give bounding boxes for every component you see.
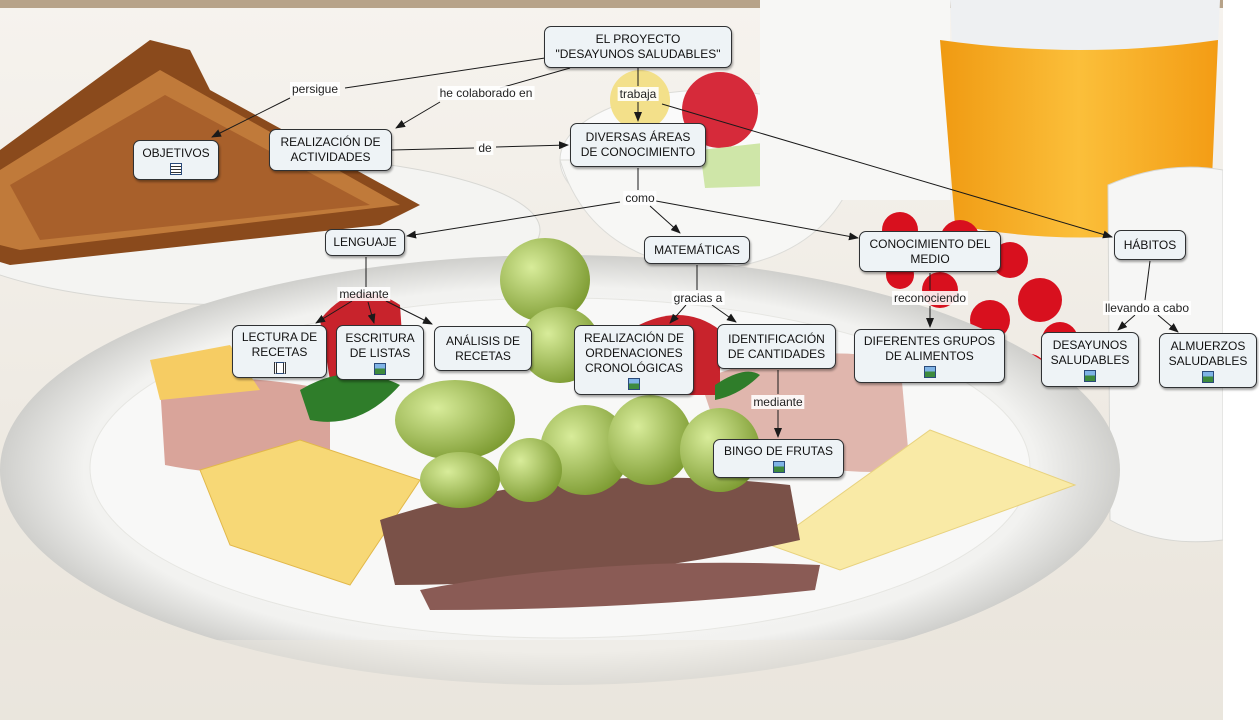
concept-escritura-label: ESCRITURA DE LISTAS bbox=[345, 331, 414, 361]
concept-analisis-label: ANÁLISIS DE RECETAS bbox=[446, 334, 520, 364]
concept-lenguaje[interactable]: LENGUAJE bbox=[325, 229, 405, 256]
concept-habitos-label: HÁBITOS bbox=[1124, 238, 1176, 253]
concept-matematicas-label: MATEMÁTICAS bbox=[654, 243, 740, 258]
concept-ordenaciones[interactable]: REALIZACIÓN DE ORDENACIONES CRONOLÓGICAS bbox=[574, 325, 694, 395]
concept-identificacion[interactable]: IDENTIFICACIÓN DE CANTIDADES bbox=[717, 324, 836, 369]
image-icon[interactable] bbox=[628, 378, 640, 390]
concept-habitos[interactable]: HÁBITOS bbox=[1114, 230, 1186, 260]
link-label-de: de bbox=[476, 141, 493, 155]
concept-bingo[interactable]: BINGO DE FRUTAS bbox=[713, 439, 844, 478]
concept-desayunos-label: DESAYUNOS SALUDABLES bbox=[1051, 338, 1130, 368]
concept-desayunos[interactable]: DESAYUNOS SALUDABLES bbox=[1041, 332, 1139, 387]
line-como-medio bbox=[656, 201, 858, 238]
line-llevando-almuerzos bbox=[1158, 315, 1178, 332]
concept-areas-label: DIVERSAS ÁREAS DE CONOCIMIENTO bbox=[581, 130, 695, 160]
concept-identificacion-label: IDENTIFICACIÓN DE CANTIDADES bbox=[728, 332, 825, 362]
concept-objetivos-label: OBJETIVOS bbox=[142, 146, 209, 161]
concept-matematicas[interactable]: MATEMÁTICAS bbox=[644, 236, 750, 264]
concept-bingo-label: BINGO DE FRUTAS bbox=[724, 444, 833, 459]
image-icon[interactable] bbox=[773, 461, 785, 473]
line-mediante-analisis bbox=[386, 301, 432, 324]
image-icon[interactable] bbox=[924, 366, 936, 378]
video-icon[interactable] bbox=[274, 362, 286, 374]
link-label-gracias: gracias a bbox=[672, 291, 725, 305]
line-como-lenguaje bbox=[407, 202, 620, 236]
line-trabaja-habitos bbox=[662, 104, 1112, 237]
line-realizacion-de bbox=[392, 148, 474, 150]
concept-areas[interactable]: DIVERSAS ÁREAS DE CONOCIMIENTO bbox=[570, 123, 706, 167]
link-label-llevando: llevando a cabo bbox=[1103, 301, 1191, 315]
line-de-areas bbox=[496, 145, 568, 147]
concept-lenguaje-label: LENGUAJE bbox=[333, 235, 396, 250]
image-icon[interactable] bbox=[1202, 371, 1214, 383]
concept-lectura[interactable]: LECTURA DE RECETAS bbox=[232, 325, 327, 378]
concept-medio-label: CONOCIMIENTO DEL MEDIO bbox=[869, 237, 990, 267]
document-icon[interactable] bbox=[170, 163, 182, 175]
concept-lectura-label: LECTURA DE RECETAS bbox=[242, 330, 317, 360]
link-label-reconociendo: reconociendo bbox=[892, 291, 968, 305]
link-label-mediante: mediante bbox=[337, 287, 390, 301]
concept-realizacion[interactable]: REALIZACIÓN DE ACTIVIDADES bbox=[269, 129, 392, 171]
concept-root-label: EL PROYECTO "DESAYUNOS SALUDABLES" bbox=[555, 32, 720, 62]
line-colaborado-realizacion bbox=[396, 102, 440, 128]
line-habitos-llevando bbox=[1145, 261, 1150, 300]
concept-medio[interactable]: CONOCIMIENTO DEL MEDIO bbox=[859, 231, 1001, 272]
concept-root[interactable]: EL PROYECTO "DESAYUNOS SALUDABLES" bbox=[544, 26, 732, 68]
line-como-matematicas bbox=[650, 206, 680, 233]
concept-realizacion-label: REALIZACIÓN DE ACTIVIDADES bbox=[280, 135, 380, 165]
concept-almuerzos[interactable]: ALMUERZOS SALUDABLES bbox=[1159, 333, 1257, 388]
concept-almuerzos-label: ALMUERZOS SALUDABLES bbox=[1169, 339, 1248, 369]
line-mediante-escritura bbox=[368, 302, 374, 323]
concept-escritura[interactable]: ESCRITURA DE LISTAS bbox=[336, 325, 424, 380]
line-llevando-desayunos bbox=[1118, 315, 1135, 330]
image-icon[interactable] bbox=[1084, 370, 1096, 382]
line-root-colaborado bbox=[500, 68, 570, 88]
image-icon[interactable] bbox=[374, 363, 386, 375]
concept-ordenaciones-label: REALIZACIÓN DE ORDENACIONES CRONOLÓGICAS bbox=[584, 331, 684, 376]
concept-grupos[interactable]: DIFERENTES GRUPOS DE ALIMENTOS bbox=[854, 329, 1005, 383]
link-label-persigue: persigue bbox=[290, 82, 340, 96]
concept-objetivos[interactable]: OBJETIVOS bbox=[133, 140, 219, 180]
line-gracias-ordenaciones bbox=[670, 305, 686, 323]
line-mediante-lectura bbox=[316, 301, 352, 323]
concept-grupos-label: DIFERENTES GRUPOS DE ALIMENTOS bbox=[864, 334, 995, 364]
link-label-trabaja: trabaja bbox=[618, 87, 659, 101]
line-gracias-identificacion bbox=[712, 305, 736, 322]
link-label-mediante-bingo: mediante bbox=[751, 395, 804, 409]
link-label-colaborado: he colaborado en bbox=[438, 86, 535, 100]
concept-analisis[interactable]: ANÁLISIS DE RECETAS bbox=[434, 326, 532, 371]
link-label-como: como bbox=[623, 191, 656, 205]
